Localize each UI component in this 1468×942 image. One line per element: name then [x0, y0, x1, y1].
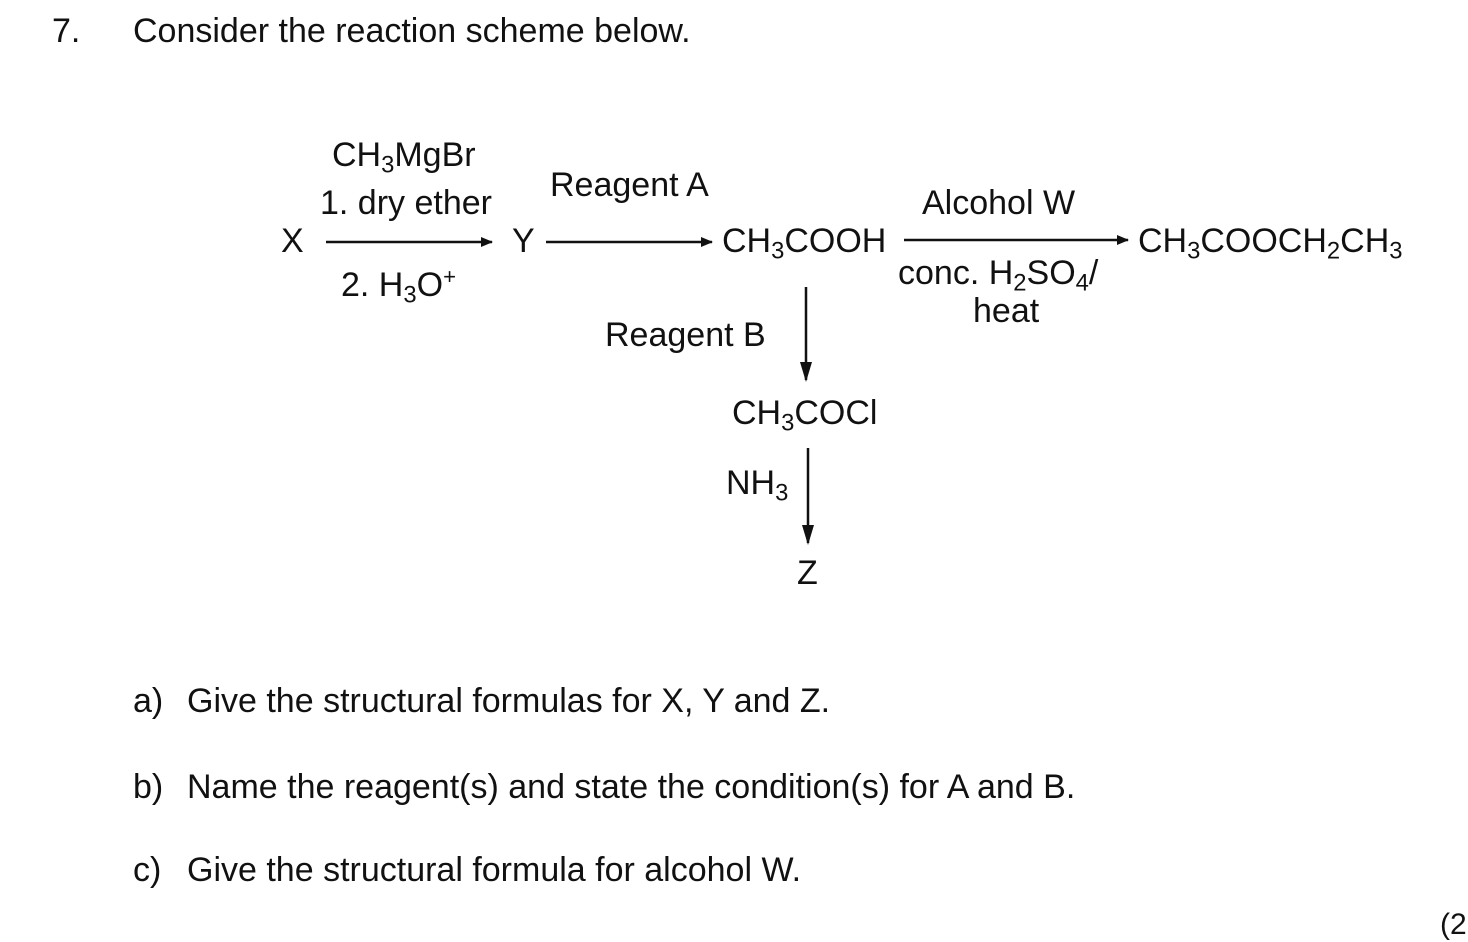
- reagent-grignard: CH3MgBr: [332, 136, 476, 179]
- condition-heat: heat: [973, 292, 1040, 330]
- condition-hydronium: 2. H3O+: [341, 263, 456, 309]
- compound-ethyl-ethanoate: CH3COOCH2CH3: [1138, 222, 1403, 265]
- arrowhead-acyl-chloride: [800, 362, 812, 382]
- part-c: c) Give the structural formula for alcoho…: [133, 851, 801, 890]
- reagent-b-label: Reagent B: [605, 316, 766, 354]
- question-number: 7.: [52, 12, 81, 50]
- part-b-text: Name the reagent(s) and state the condit…: [187, 768, 1076, 806]
- alcohol-w-label: Alcohol W: [922, 184, 1076, 222]
- compound-z: Z: [797, 554, 818, 592]
- condition-dry-ether: 1. dry ether: [320, 184, 492, 222]
- part-a-text: Give the structural formulas for X, Y an…: [187, 682, 831, 720]
- part-b: b) Name the reagent(s) and state the cond…: [133, 768, 1075, 807]
- reagent-a-label: Reagent A: [550, 166, 709, 204]
- part-a: a) Give the structural formulas for X, Y …: [133, 682, 830, 721]
- compound-acetic-acid: CH3COOH: [722, 222, 887, 265]
- part-c-label: c): [133, 851, 162, 889]
- marks-fragment: (2: [1440, 908, 1467, 941]
- part-c-text: Give the structural formula for alcohol …: [187, 851, 802, 889]
- condition-sulfuric-acid: conc. H2SO4/: [898, 254, 1099, 297]
- arrowhead-z: [802, 525, 814, 545]
- question-intro: Consider the reaction scheme below.: [133, 12, 691, 50]
- compound-ethanoyl-chloride: CH3COCl: [732, 394, 878, 437]
- compound-y: Y: [512, 222, 535, 260]
- part-b-label: b): [133, 768, 164, 806]
- reagent-ammonia: NH3: [726, 464, 789, 507]
- part-a-label: a): [133, 682, 164, 720]
- compound-x: X: [281, 222, 304, 260]
